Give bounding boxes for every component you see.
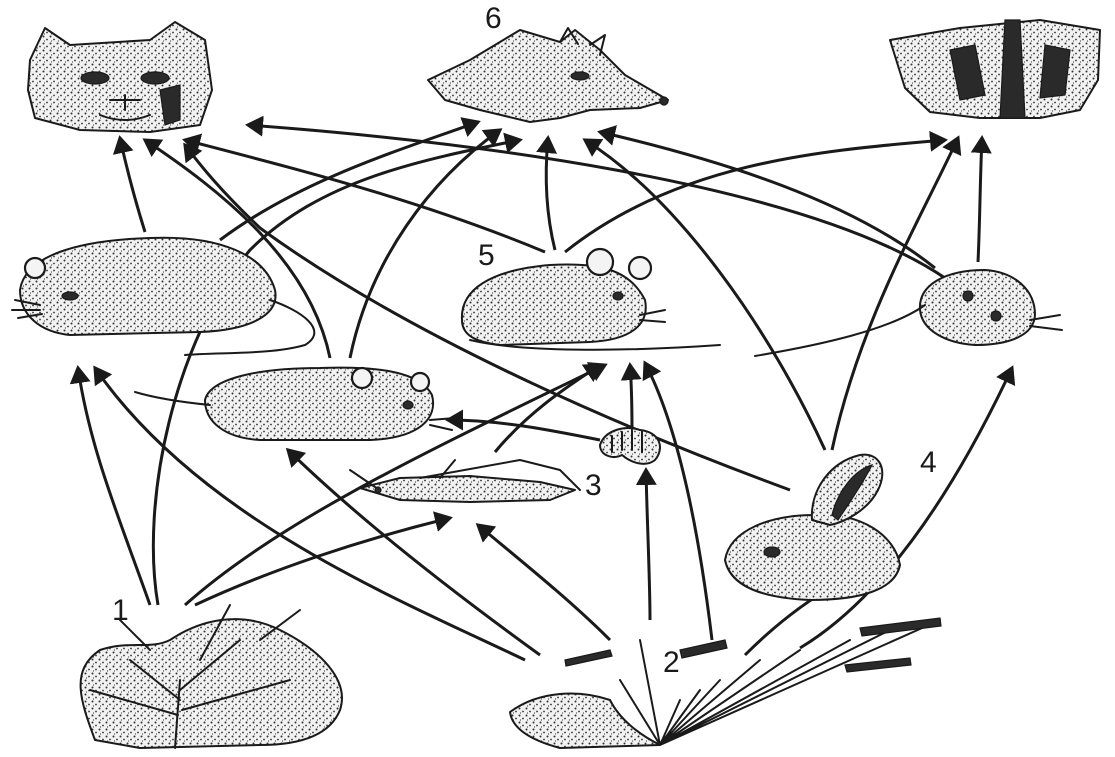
label-node-2: 2 [663,646,680,679]
label-node-6: 6 [485,2,502,35]
label-node-1: 1 [112,594,129,627]
edge-shrub-to-rat [78,368,150,605]
label-node-4: 4 [920,446,937,479]
edge-mouse-to-bobcat [185,140,545,252]
bobcat-icon [28,22,212,132]
coyote-icon [428,28,668,122]
grasshopper-icon [350,460,580,502]
edge-grass-to-mouse [645,363,712,640]
label-node-5: 5 [478,239,495,272]
larva-icon [600,428,660,464]
kangaroo-rat-icon [755,270,1062,356]
edge-larva-to-mouse [630,365,632,432]
edge-grass-to-larva [646,470,650,620]
edge-mouse-to-coyote [546,138,555,250]
edge-rat-to-bobcat [120,138,145,232]
label-node-3: 3 [585,469,602,502]
badger-icon [890,20,1100,118]
edge-rat-to-coyote [220,122,478,240]
grass-thistle-icon [510,618,941,748]
rat-icon [12,238,314,355]
mouse-icon [462,249,720,350]
edge-kangaroo-to-badger [978,138,982,262]
